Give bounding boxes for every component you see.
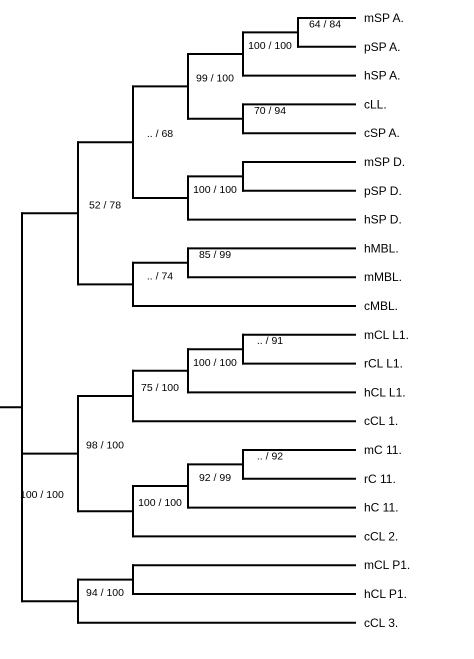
support-label: 52 / 78 [89,199,121,211]
support-label: 100 / 100 [193,184,237,196]
leaf-label: hCL L1. [364,385,406,399]
support-label: .. / 68 [147,128,173,140]
tree-edges [0,17,356,624]
leaf-label: rCL L1. [364,357,403,371]
leaf-label: cCL 1. [364,414,398,428]
leaf-label: mSP A. [364,11,404,25]
support-label: .. / 74 [147,270,173,282]
leaf-label: hSP A. [364,69,400,83]
leaf-labels: mSP A. pSP A. hSP A. cLL. cSP A. mSP D. pSP D.… [364,11,410,630]
leaf-label: cSP A. [364,126,400,140]
leaf-label: mSP D. [364,155,405,169]
support-label: 92 / 99 [199,472,231,484]
support-label: 100 / 100 [138,497,182,509]
leaf-label: cMBL. [364,299,398,313]
leaf-label: pSP D. [364,184,402,198]
leaf-label: mCL L1. [364,328,409,342]
support-labels: 64 / 84 100 / 100 70 / 94 99 / 100 100 / 100… [86,18,341,599]
leaf-label: mC 11. [364,443,402,457]
support-label: 99 / 100 [196,72,234,84]
support-label: 94 / 100 [86,587,124,599]
support-label: 64 / 84 [309,18,341,30]
leaf-label: hMBL. [364,241,399,255]
leaf-label: cCL 2. [364,529,398,543]
leaf-label: rC 11. [364,472,396,486]
leaf-label: mCL P1. [364,558,410,572]
leaf-label: hSP D. [364,213,402,227]
leaf-label: pSP A. [364,40,400,54]
root-support-label: 100 / 100 [20,489,64,501]
support-label: 70 / 94 [254,105,286,117]
leaf-label: hC 11. [364,501,398,515]
leaf-label: mMBL. [364,270,402,284]
leaf-label: cCL 3. [364,616,398,630]
support-label: .. / 92 [257,450,283,462]
support-label: 75 / 100 [141,382,179,394]
leaf-label: hCL P1. [364,587,407,601]
support-label: .. / 91 [257,335,283,347]
support-label: 85 / 99 [199,249,231,261]
support-label: 100 / 100 [193,357,237,369]
support-label: 98 / 100 [86,440,124,452]
support-label: 100 / 100 [248,40,292,52]
leaf-label: cLL. [364,97,387,111]
